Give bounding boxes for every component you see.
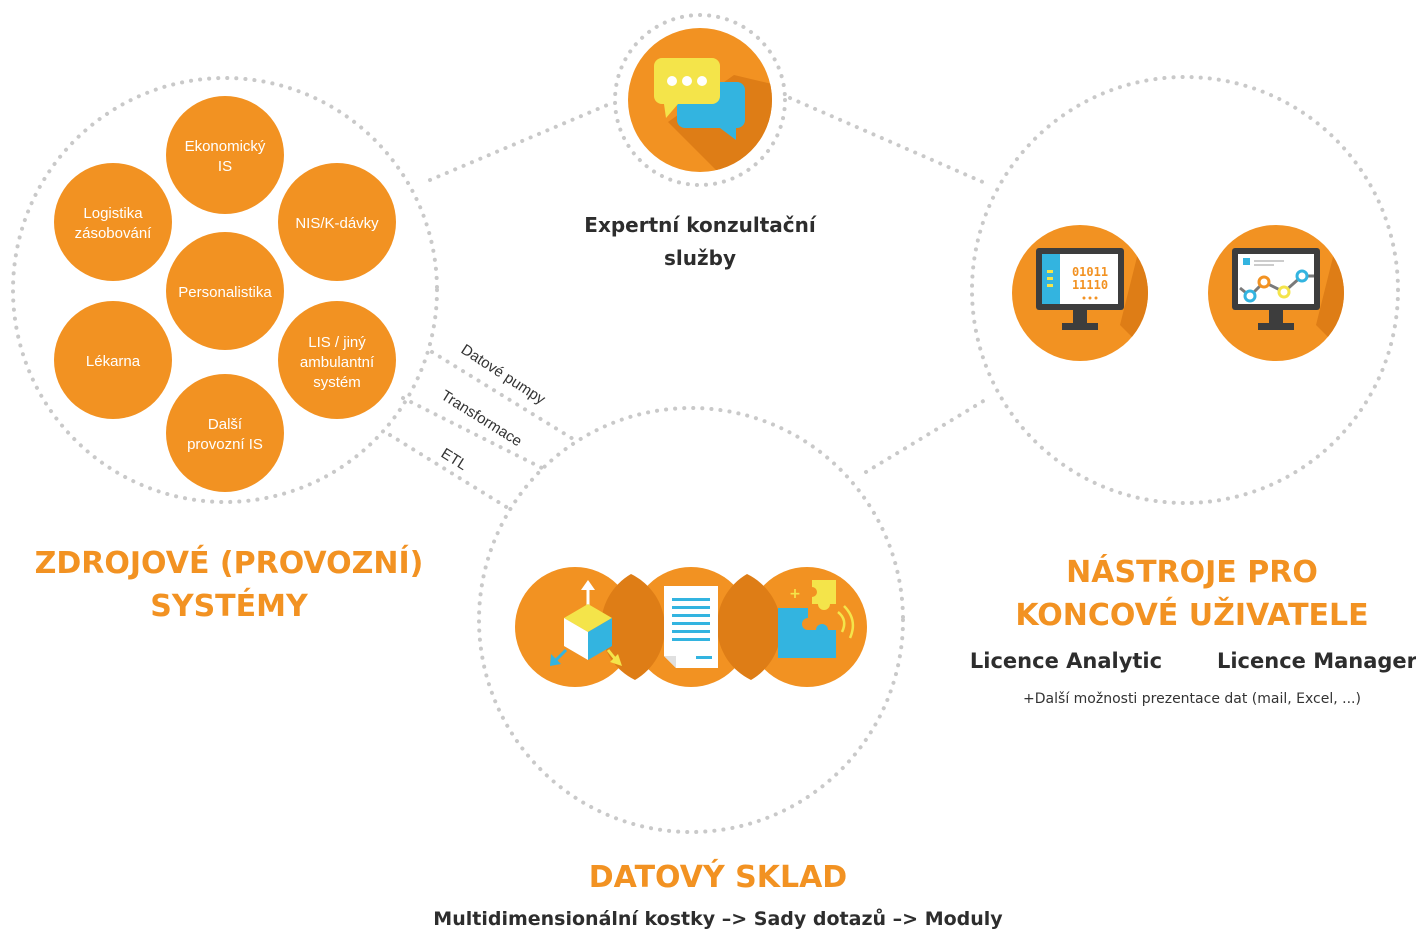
source-node-label: LIS / jiný <box>308 334 366 351</box>
source-node-label: Ekonomický <box>185 138 266 155</box>
svg-text:+: + <box>789 586 801 602</box>
svg-text:NIS/K-dávky: NIS/K-dávky <box>295 215 379 232</box>
source-node-lis[interactable]: LIS / jiný ambulantní systém <box>278 301 396 419</box>
connector-expert-tools <box>788 96 987 185</box>
sources-boundary <box>11 76 439 504</box>
binary-monitor-icon: 01011 11110 <box>1012 225 1148 361</box>
cube-icon <box>550 580 622 666</box>
source-node-personalistika[interactable]: Personalistika <box>166 232 284 350</box>
source-node-label: systém <box>313 374 361 391</box>
connector-warehouse-tools <box>864 398 987 474</box>
tools-boundary <box>970 75 1400 505</box>
source-node-logistika[interactable]: Logistika zásobování <box>54 163 172 281</box>
puzzle-icon: + <box>778 580 855 658</box>
source-node-label: ambulantní <box>300 354 375 371</box>
connector-pipe-2 <box>401 396 548 472</box>
sources-title: ZDROJOVÉ (PROVOZNÍ)SYSTÉMY <box>35 545 424 624</box>
source-node-label: zásobování <box>75 225 153 242</box>
warehouse-boundary <box>477 406 905 834</box>
svg-text:01011: 01011 <box>1072 265 1108 279</box>
tools-note: +Další možnosti prezentace dat (mail, Ex… <box>1023 691 1361 707</box>
source-node-label: provozní IS <box>187 436 263 453</box>
warehouse-subtitle: Multidimensionální kostky –> Sady dotazů… <box>433 907 1003 930</box>
source-node-label: NIS/K-dávky <box>295 215 379 232</box>
source-node-lekarna[interactable]: Lékarna <box>54 301 172 419</box>
source-node-label: Personalistika <box>178 284 272 301</box>
licence-analytic-label: Licence Analytic <box>970 649 1162 673</box>
document-icon <box>664 586 718 668</box>
source-node-label: Logistika <box>83 205 143 222</box>
svg-text:Lékarna: Lékarna <box>86 353 141 370</box>
warehouse-title: DATOVÝ SKLAD <box>589 858 847 895</box>
source-node-nis[interactable]: NIS/K-dávky <box>278 163 396 281</box>
source-node-dalsi[interactable]: Další provozní IS <box>166 374 284 492</box>
line-chart-monitor-icon <box>1208 225 1344 361</box>
connector-pipe-1 <box>430 350 580 444</box>
svg-text:Personalistika: Personalistika <box>178 284 272 301</box>
source-node-label: Lékarna <box>86 353 141 370</box>
connector-sources-expert <box>428 101 614 182</box>
transform-label: Transformace <box>438 387 525 450</box>
warehouse-icons: + <box>515 567 867 687</box>
svg-text:11110: 11110 <box>1072 278 1108 292</box>
source-node-label: Další <box>208 416 243 433</box>
source-node-label: IS <box>218 158 232 175</box>
connector-lines <box>388 96 987 510</box>
licence-manager-label: Licence Manager <box>1217 649 1416 673</box>
expert-boundary <box>613 13 787 187</box>
chat-bubbles-icon <box>628 28 772 172</box>
